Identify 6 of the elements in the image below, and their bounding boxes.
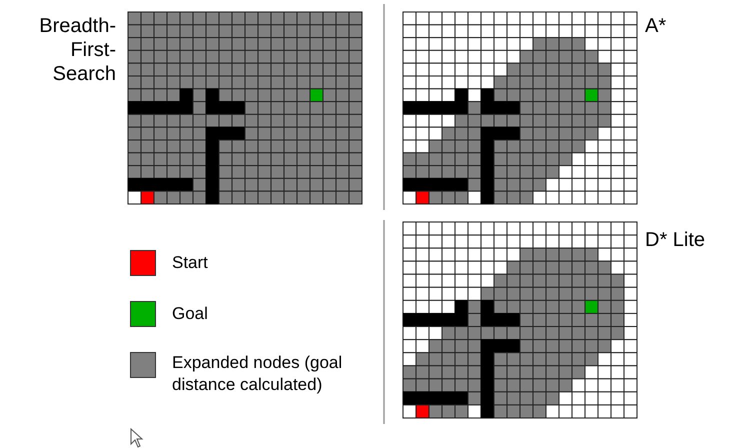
panel-title: A* — [645, 14, 668, 38]
panel-title: Breadth-First-Search — [38, 14, 116, 86]
legend-text: Start — [172, 252, 209, 274]
legend-text: Goal — [172, 303, 209, 325]
panel-title: D* Lite — [645, 228, 706, 252]
legend-text: Expanded nodes (goal distance calculated) — [172, 352, 344, 396]
